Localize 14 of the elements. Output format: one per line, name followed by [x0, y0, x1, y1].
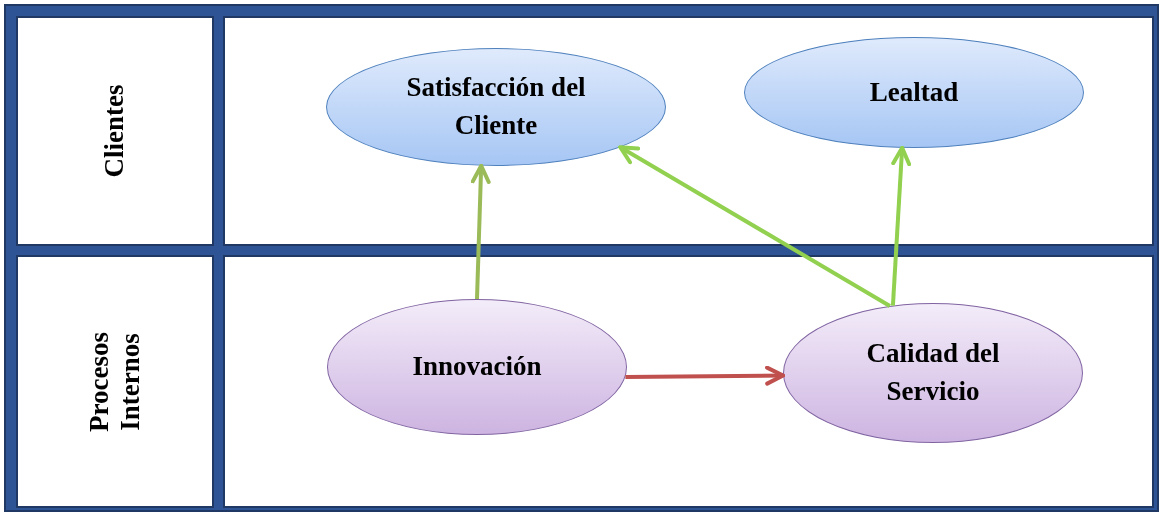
node-label: Satisfacción del Cliente	[405, 71, 587, 142]
node-label: Lealtad	[869, 75, 959, 109]
arrow	[618, 145, 891, 308]
lane-cell	[223, 255, 1154, 508]
row-header-cell	[16, 16, 214, 246]
lane-cell	[223, 16, 1154, 246]
row-header-cell	[16, 255, 214, 508]
arrow	[890, 145, 912, 306]
node-label: Calidad del Servicio	[865, 337, 1001, 408]
arrow	[625, 365, 786, 386]
node-label: Innovación	[412, 350, 542, 384]
row-label: Procesos Internos	[83, 330, 146, 434]
arrow	[470, 163, 491, 300]
row-label: Clientes	[99, 84, 131, 178]
